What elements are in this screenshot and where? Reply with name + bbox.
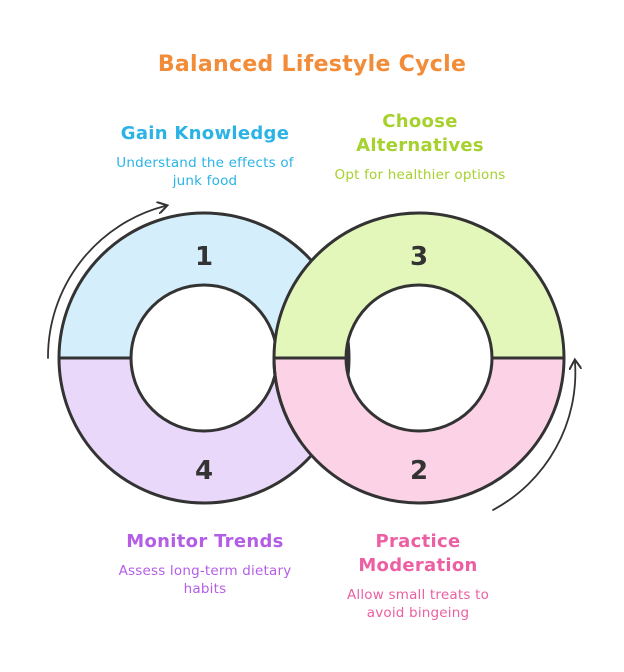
segment-3	[272, 211, 566, 360]
ring-crossing-stroke	[272, 356, 302, 443]
segment-2-number: 2	[410, 456, 428, 486]
stage-3-heading: Choose Alternatives	[356, 111, 484, 156]
diagram-title: Balanced Lifestyle Cycle	[157, 52, 467, 77]
segment-3-number: 3	[410, 242, 428, 272]
segment-1-number: 1	[195, 242, 213, 272]
segment-4-number: 4	[195, 456, 213, 486]
stage-3-label: Choose Alternatives Opt for healthier op…	[310, 110, 530, 184]
left-cycle-arrow	[47, 206, 165, 359]
stage-4-heading: Monitor Trends	[126, 531, 284, 552]
stage-1-description: Understand the effects of junk food	[116, 155, 294, 189]
right-cycle-arrow	[492, 362, 575, 511]
stage-1-label: Gain Knowledge Understand the effects of…	[85, 122, 325, 190]
segment-2	[272, 356, 566, 505]
stage-4-label: Monitor Trends Assess long-term dietary …	[90, 530, 320, 598]
stage-1-heading: Gain Knowledge	[120, 123, 290, 144]
stage-4-description: Assess long-term dietary habits	[118, 563, 292, 597]
stage-2-description: Allow small treats to avoid bingeing	[346, 587, 490, 621]
stage-2-label: Practice Moderation Allow small treats t…	[318, 530, 518, 622]
stage-3-description: Opt for healthier options	[334, 167, 506, 183]
stage-2-heading: Practice Moderation	[358, 531, 478, 576]
